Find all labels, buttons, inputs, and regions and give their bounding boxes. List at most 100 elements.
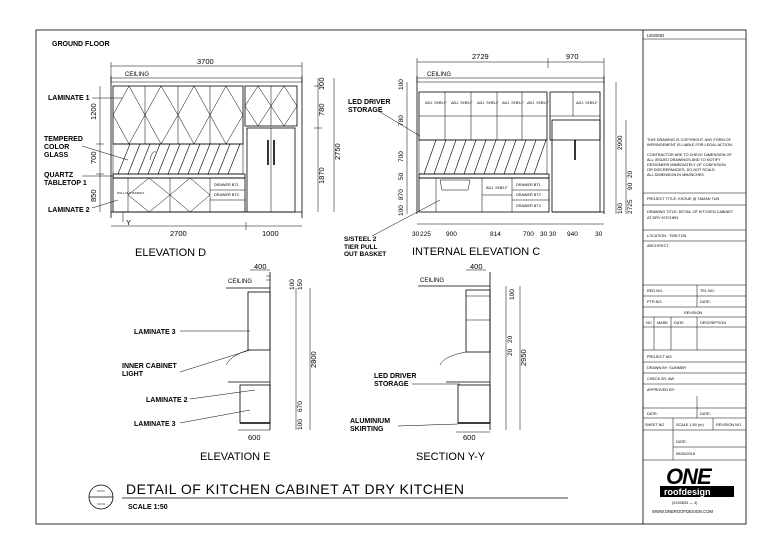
tb-website: WWW.ONEROOFDESIGN.COM xyxy=(652,509,713,514)
tb-phone: (0193833 — 4) xyxy=(672,501,698,505)
elev-c-shelf-4: ADJ. SHELF xyxy=(502,101,524,105)
tb-ptr-no: PTR.NO: xyxy=(647,300,662,304)
elev-d-dim-left-3: 850 xyxy=(89,189,98,202)
elev-c-dim-l1: 100 xyxy=(398,79,405,90)
tb-note-6: DESIGNERS IMMEDIATELY OF CONFUSION xyxy=(647,163,726,167)
main-title: DETAIL OF KITCHEN CABINET AT DRY KITCHEN xyxy=(126,481,464,497)
elev-c-shelf-6: ADJ. SHELF xyxy=(576,101,598,105)
elev-e-label-laminate-3a: LAMINATE 3 xyxy=(134,329,176,336)
elev-c-drawer-bt3: DRAWER BT3 xyxy=(516,204,541,208)
elev-c-dim-l6: 100 xyxy=(398,205,405,216)
elev-d-dim-right-3: 1870 xyxy=(317,167,326,184)
tb-sheet-no: SHEET NO xyxy=(645,423,664,427)
elev-c-dim-b8: 940 xyxy=(567,231,578,238)
elev-c-dim-top-2: 970 xyxy=(566,52,579,61)
tb-location: LOCATION : TMN TUN xyxy=(647,234,686,238)
elev-e-dim-r5: 100 xyxy=(297,419,304,430)
title-block: LEGEND THIS DRAWING IS COPYRIGHT. ANY FO… xyxy=(643,33,746,514)
elev-c-drawer-bt2: DRAWER BT2 xyxy=(516,193,541,197)
elev-d-dim-top: 3700 xyxy=(197,57,214,66)
elev-c-shelf-3: ADJ. SHELF xyxy=(477,101,499,105)
elev-d-dim-left-1: 1200 xyxy=(89,103,98,120)
elev-c-base-shelf: ADJ. SHELF xyxy=(486,186,508,190)
logo-band xyxy=(660,486,734,497)
tb-date-2: DATE: xyxy=(700,412,711,416)
sec-yy-dim-r1: 100 xyxy=(509,289,516,300)
section-yy: 400 CEILING 600 100 2950 20 20 LED DRIVE… xyxy=(350,262,528,463)
elev-c-dim-b9: 30 xyxy=(595,231,603,238)
tb-drawing-title-1: DRAWING TITLE: DETAIL OF KITCHEN CABINET xyxy=(647,210,734,214)
elev-c-dim-l2: 780 xyxy=(398,115,405,126)
elev-d-label-quartz: QUARTZ TABLETOP 1 xyxy=(44,172,87,187)
tb-date-1: DATE: xyxy=(647,412,658,416)
elev-d-section-mark: Y xyxy=(126,218,131,227)
elev-d-pull-out: PULL OUT BASKET xyxy=(117,191,144,195)
elev-d-title: ELEVATION D xyxy=(135,247,206,259)
tb-note-5: ALL ISSUED DRAWINGS AND TO NOTIFY xyxy=(647,158,721,162)
tb-approved-by: APPROVED BY: xyxy=(647,388,675,392)
elev-c-fridge-tall xyxy=(551,119,601,213)
elev-c-shelf-2: ADJ. SHELF xyxy=(451,101,473,105)
elev-c-dim-b2: 225 xyxy=(420,231,431,238)
elev-c-ceiling xyxy=(416,77,605,83)
elev-c-label-basket: S/STEEL 2 TIER PULL OUT BASKET xyxy=(344,236,387,258)
elev-c-base-cabinet xyxy=(418,177,550,213)
sec-yy-label-skirting-wrap: ALUMINIUM SKIRTING xyxy=(350,418,391,433)
sec-yy-label-led: LED DRIVER STORAGE xyxy=(374,373,417,388)
elev-c-ceiling-label: CEILING xyxy=(427,72,451,78)
tb-drawing-title-2: AT DRY KITCHEN xyxy=(647,216,678,220)
elev-d-label-laminate-2: LAMINATE 2 xyxy=(48,207,90,214)
tb-date-3: DATE: xyxy=(676,440,687,444)
tb-rev-col-mark: MARK xyxy=(657,321,668,325)
scale-label: SCALE 1:50 xyxy=(128,504,168,511)
elev-d-label-quartz-wrap: QUARTZ TABLETOP 1 xyxy=(44,172,87,187)
tb-rev-col-date: DATE xyxy=(674,321,684,325)
sec-yy-dim-r2: 2950 xyxy=(519,349,528,366)
tb-project-no: PROJECT NO: xyxy=(647,355,672,359)
elev-d-dim-left-2: 700 xyxy=(89,151,98,164)
elev-c-dim-b6: 30 xyxy=(540,231,548,238)
elev-e-label-light: INNER CABINET LIGHT xyxy=(122,363,177,378)
tb-revision: REVISION xyxy=(684,311,702,315)
elev-d-label-laminate-1: LAMINATE 1 xyxy=(48,95,90,102)
elev-c-dim-b4: 814 xyxy=(490,231,501,238)
tb-note-8: ALL DIMENSION IN MM/INCHES xyxy=(647,173,704,177)
elev-c-dim-r1: 2900 xyxy=(617,135,624,150)
tb-project-title: PROJECT TITLE: KHOUE @ TAMAN TUN xyxy=(647,197,720,201)
logo-top: ONE xyxy=(666,464,713,489)
tb-drawn-by: DRAWN BY: SUMMER xyxy=(647,366,686,370)
elev-c-dim-l5: 870 xyxy=(398,189,405,200)
elev-c-dim-top-1: 2729 xyxy=(472,52,489,61)
sec-yy-dim-r3: 20 xyxy=(507,335,514,343)
elev-c-dim-l4: 50 xyxy=(398,172,405,180)
elevation-e: 400 CEILING 600 100 150 2800 670 100 LAM… xyxy=(122,262,318,463)
elevation-d: 3700 CEILING xyxy=(44,57,342,259)
main-title-block: DETAIL OF KITCHEN CABINET AT DRY KITCHEN… xyxy=(88,481,568,511)
tb-check-by: CHECK BY: AW xyxy=(647,377,674,381)
elev-d-dim-right-1: 100 xyxy=(317,77,326,90)
elev-c-dim-r4: 20 xyxy=(627,170,634,178)
sec-yy-title: SECTION Y-Y xyxy=(416,451,486,463)
elev-e-dim-r1: 100 xyxy=(289,279,296,290)
tb-note-2: INFRINGEMENT IS LIABLE FOR LEGAL ACTION. xyxy=(647,143,733,147)
elev-e-dim-top: 400 xyxy=(254,262,267,271)
elev-c-dim-r5: 100 xyxy=(617,203,624,214)
sec-yy-label-led-wrap: LED DRIVER STORAGE xyxy=(374,373,417,388)
elev-c-dim-l3: 700 xyxy=(398,151,405,162)
elev-e-dim-r2: 150 xyxy=(297,279,304,290)
tb-date-value: 09/05/2018 xyxy=(676,452,695,456)
elev-d-drawer-bt1: DRAWER BT1 xyxy=(214,183,239,187)
sec-yy-base-cabinet xyxy=(457,384,491,424)
sec-yy-dim-top: 400 xyxy=(470,262,483,271)
elev-c-title: INTERNAL ELEVATION C xyxy=(412,246,540,258)
elev-d-label-glass: TEMPERED COLOR GLASS xyxy=(44,136,83,159)
tb-revision-no: REVISION NO xyxy=(716,423,741,427)
elev-d-tabletop xyxy=(112,173,246,179)
elev-d-dim-bottom-left: 2700 xyxy=(170,229,187,238)
sec-yy-label-skirting: ALUMINIUM SKIRTING xyxy=(350,418,391,433)
elev-c-dim-b5: 700 xyxy=(523,231,534,238)
tb-tel-no: TEL NO: xyxy=(700,289,715,293)
elev-e-title: ELEVATION E xyxy=(200,451,271,463)
elev-d-dim-bottom-right: 1000 xyxy=(262,229,279,238)
elev-d-ceiling-label: CEILING xyxy=(125,72,149,78)
